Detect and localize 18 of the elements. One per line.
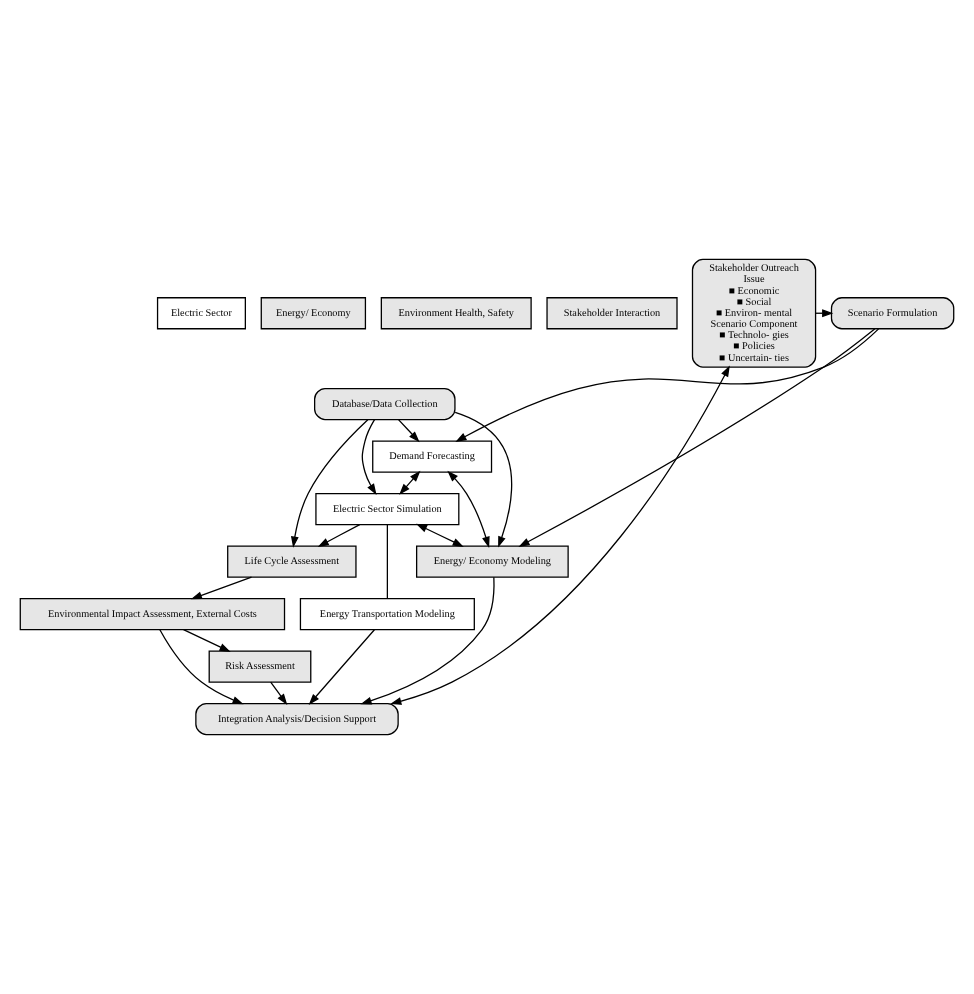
arrow bbox=[190, 576, 253, 600]
arrow bbox=[518, 328, 876, 547]
arrow bbox=[454, 411, 513, 548]
arrow bbox=[308, 629, 376, 705]
arrow bbox=[447, 470, 490, 548]
arrow bbox=[360, 576, 495, 705]
arrow bbox=[399, 470, 421, 495]
arrow bbox=[182, 628, 231, 652]
arrow bbox=[416, 523, 464, 547]
connector bbox=[386, 524, 388, 600]
arrow bbox=[455, 328, 880, 442]
arrow bbox=[361, 419, 377, 495]
arrow bbox=[290, 419, 369, 548]
arrow bbox=[317, 523, 361, 547]
arrow bbox=[270, 681, 288, 705]
arrow bbox=[159, 629, 244, 705]
arrow bbox=[397, 418, 420, 443]
arrow bbox=[390, 365, 730, 705]
